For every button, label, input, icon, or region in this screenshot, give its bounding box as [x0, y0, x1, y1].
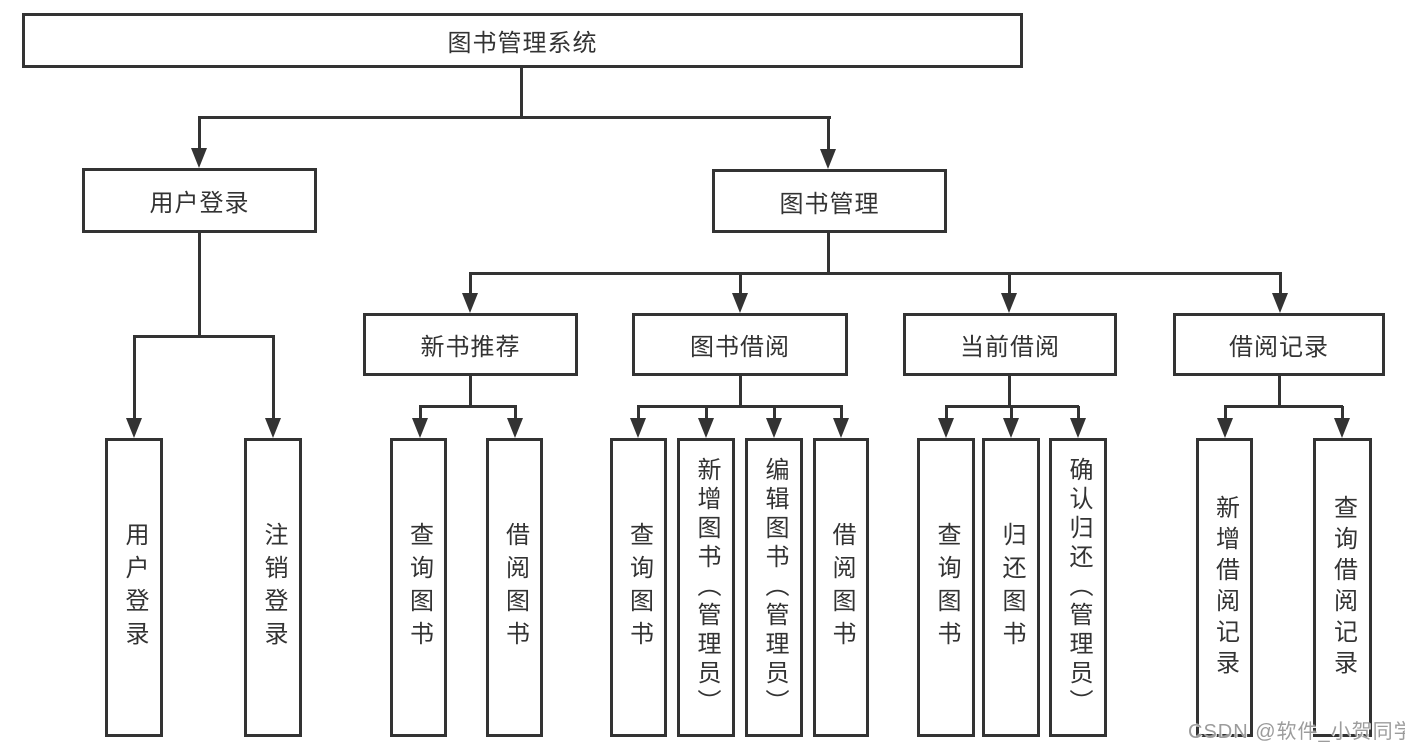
node-label: 借阅图书 — [501, 521, 529, 654]
arrow-down-icon — [126, 336, 142, 438]
leaf-edit-books-admin: 编辑图书（管理员） — [745, 438, 803, 737]
leaf-query-books-current: 查询图书 — [917, 438, 975, 737]
connector-branch — [419, 405, 517, 408]
connector-stem — [469, 374, 472, 407]
arrow-down-icon — [507, 406, 523, 438]
leaf-confirm-return-admin: 确认归还（管理员） — [1049, 438, 1107, 737]
node-label: 图书借阅 — [690, 334, 790, 361]
leaf-query-borrow-record: 查询借阅记录 — [1313, 438, 1372, 737]
node-label: 用户登录 — [121, 521, 148, 654]
leaf-borrow-books-borrowing: 借阅图书 — [813, 438, 869, 737]
arrow-down-icon — [820, 117, 836, 169]
arrow-down-icon — [938, 406, 954, 438]
node-label: 查询借阅记录 — [1329, 494, 1357, 681]
connector-branch — [133, 335, 275, 338]
node-label: 新增图书（管理员） — [693, 457, 720, 718]
leaf-query-books-borrowing: 查询图书 — [610, 438, 667, 737]
node-label: 当前借阅 — [960, 334, 1060, 361]
leaf-user-login: 用户登录 — [105, 438, 163, 737]
node-label: 归还图书 — [998, 521, 1025, 654]
arrow-down-icon — [698, 406, 714, 438]
node-label: 编辑图书（管理员） — [761, 457, 788, 718]
connector-stem — [739, 374, 742, 407]
arrow-down-icon — [766, 406, 782, 438]
connector-branch — [637, 405, 843, 408]
node-label: 新书推荐 — [420, 334, 521, 361]
arrow-down-icon — [1217, 406, 1233, 438]
arrow-down-icon — [191, 117, 207, 168]
arrow-down-icon — [1272, 273, 1288, 313]
connector-stem — [827, 231, 830, 274]
arrow-down-icon — [833, 406, 849, 438]
leaf-borrow-books-recommend: 借阅图书 — [486, 438, 543, 737]
arrow-down-icon — [1001, 273, 1017, 313]
node-label: 查询图书 — [933, 521, 960, 654]
leaf-logout: 注销登录 — [244, 438, 302, 737]
node-label: 图书管理系统 — [447, 30, 598, 57]
leaf-add-books-admin: 新增图书（管理员） — [677, 438, 735, 737]
connector-stem — [198, 231, 201, 337]
node-label: 新增借阅记录 — [1211, 494, 1239, 681]
node-current-borrowing: 当前借阅 — [903, 313, 1117, 376]
connector-stem — [520, 66, 523, 118]
node-label: 借阅记录 — [1229, 334, 1329, 361]
connector-branch — [469, 272, 1282, 275]
arrow-down-icon — [265, 336, 281, 438]
arrow-down-icon — [412, 406, 428, 438]
connector-stem — [1008, 374, 1011, 407]
arrow-down-icon — [462, 273, 478, 313]
node-label: 确认归还（管理员） — [1065, 457, 1092, 718]
node-label: 图书管理 — [779, 190, 880, 218]
node-library-management-system: 图书管理系统 — [22, 13, 1023, 68]
node-label: 借阅图书 — [828, 521, 855, 654]
arrow-down-icon — [1070, 406, 1086, 438]
leaf-query-books-recommend: 查询图书 — [390, 438, 447, 737]
arrow-down-icon — [732, 273, 748, 313]
arrow-down-icon — [1003, 406, 1019, 438]
node-label: 查询图书 — [405, 521, 433, 654]
csdn-watermark: CSDN @软件_小贺同学 — [1188, 721, 1405, 743]
connector-branch — [1224, 405, 1343, 408]
node-new-book-recommendation: 新书推荐 — [363, 313, 578, 376]
node-borrowing-records: 借阅记录 — [1173, 313, 1385, 376]
leaf-add-borrow-record: 新增借阅记录 — [1196, 438, 1253, 737]
node-book-management: 图书管理 — [712, 169, 947, 233]
node-label: 用户登录 — [149, 190, 250, 217]
node-label: 注销登录 — [260, 521, 287, 654]
leaf-return-books: 归还图书 — [982, 438, 1040, 737]
node-user-login: 用户登录 — [82, 168, 317, 233]
connector-stem — [1278, 374, 1281, 407]
node-book-borrowing: 图书借阅 — [632, 313, 848, 376]
connector-branch — [198, 116, 831, 119]
arrow-down-icon — [630, 406, 646, 438]
arrow-down-icon — [1334, 406, 1350, 438]
node-label: 查询图书 — [625, 521, 653, 654]
